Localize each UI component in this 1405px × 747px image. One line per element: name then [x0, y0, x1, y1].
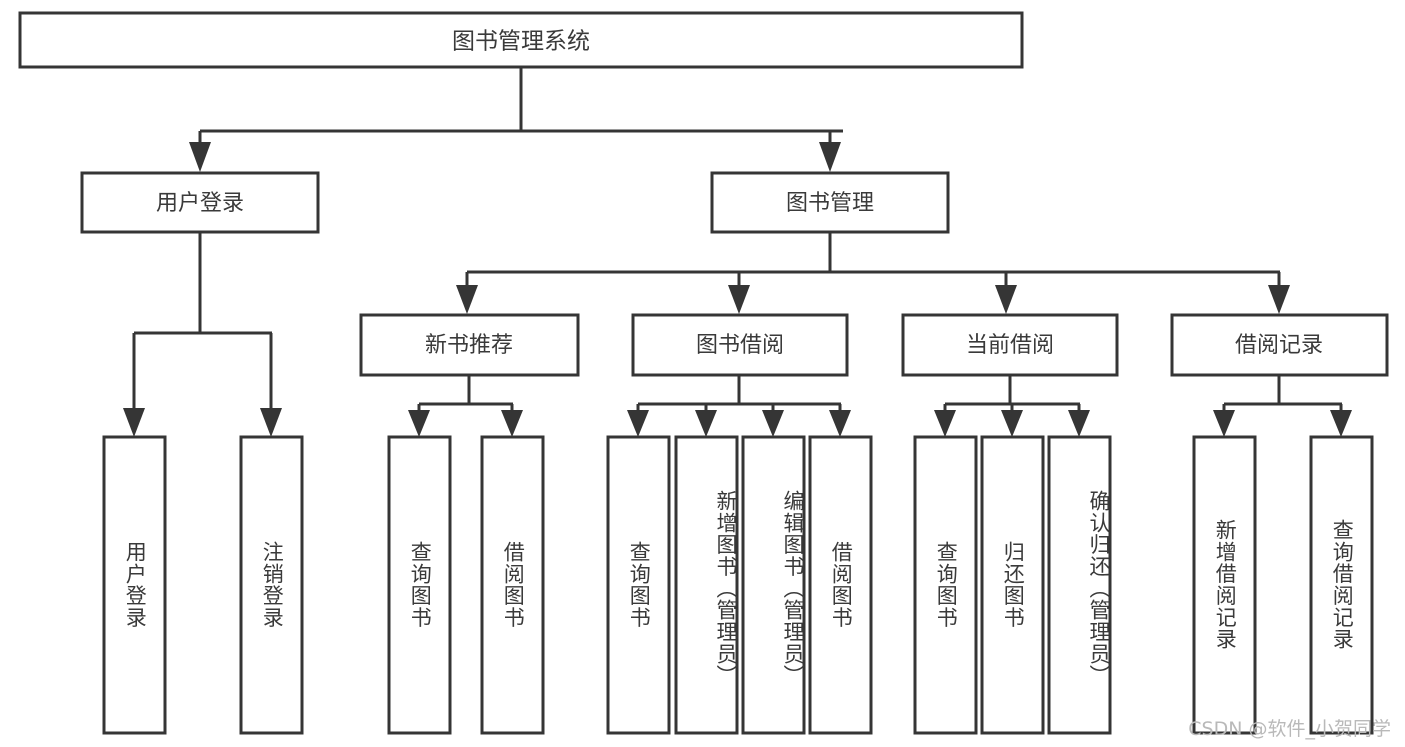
node-root-system[interactable]: 图书管理系统 — [18, 11, 1024, 69]
node-current-borrow[interactable]: 当前借阅 — [901, 313, 1119, 377]
connector-bookmgmt-to-level3 — [456, 232, 1290, 314]
leaf-box-add-record[interactable] — [1192, 435, 1257, 735]
connector-currentborrow-to-leaves — [934, 375, 1090, 437]
leaf-box-query-book-cb[interactable] — [913, 435, 978, 735]
leaf-box-add-book[interactable] — [674, 435, 739, 735]
connector-borrowrecord-to-leaves — [1213, 375, 1352, 437]
node-borrow-record[interactable]: 借阅记录 — [1170, 313, 1389, 377]
leaf-box-user-login[interactable] — [102, 435, 167, 735]
node-new-book-recommend-label: 新书推荐 — [425, 333, 513, 358]
connector-newbook-to-leaves — [408, 375, 523, 437]
leaf-box-logout[interactable] — [239, 435, 304, 735]
leaf-box-borrow-book-bb[interactable] — [808, 435, 873, 735]
connector-bookborrow-to-leaves — [627, 375, 851, 437]
leaf-box-query-book-nb[interactable] — [387, 435, 452, 735]
node-book-borrow[interactable]: 图书借阅 — [631, 313, 849, 377]
node-current-borrow-label: 当前借阅 — [966, 333, 1054, 358]
node-book-borrow-label: 图书借阅 — [696, 333, 784, 358]
node-book-management-label: 图书管理 — [786, 191, 874, 216]
node-user-login-label: 用户登录 — [156, 191, 244, 216]
node-new-book-recommend[interactable]: 新书推荐 — [359, 313, 580, 377]
leaf-box-return-book[interactable] — [980, 435, 1045, 735]
node-book-management[interactable]: 图书管理 — [710, 171, 950, 234]
node-user-login[interactable]: 用户登录 — [80, 171, 320, 234]
connector-root-to-level2 — [189, 67, 843, 172]
leaf-box-confirm-return[interactable] — [1047, 435, 1112, 735]
node-borrow-record-label: 借阅记录 — [1235, 333, 1323, 358]
leaf-box-edit-book[interactable] — [741, 435, 806, 735]
leaf-box-query-record[interactable] — [1309, 435, 1374, 735]
connector-userlogin-to-leaves — [123, 232, 282, 437]
leaf-box-borrow-book-nb[interactable] — [480, 435, 545, 735]
node-root-label: 图书管理系统 — [452, 29, 590, 55]
leaf-box-query-book-bb[interactable] — [606, 435, 671, 735]
